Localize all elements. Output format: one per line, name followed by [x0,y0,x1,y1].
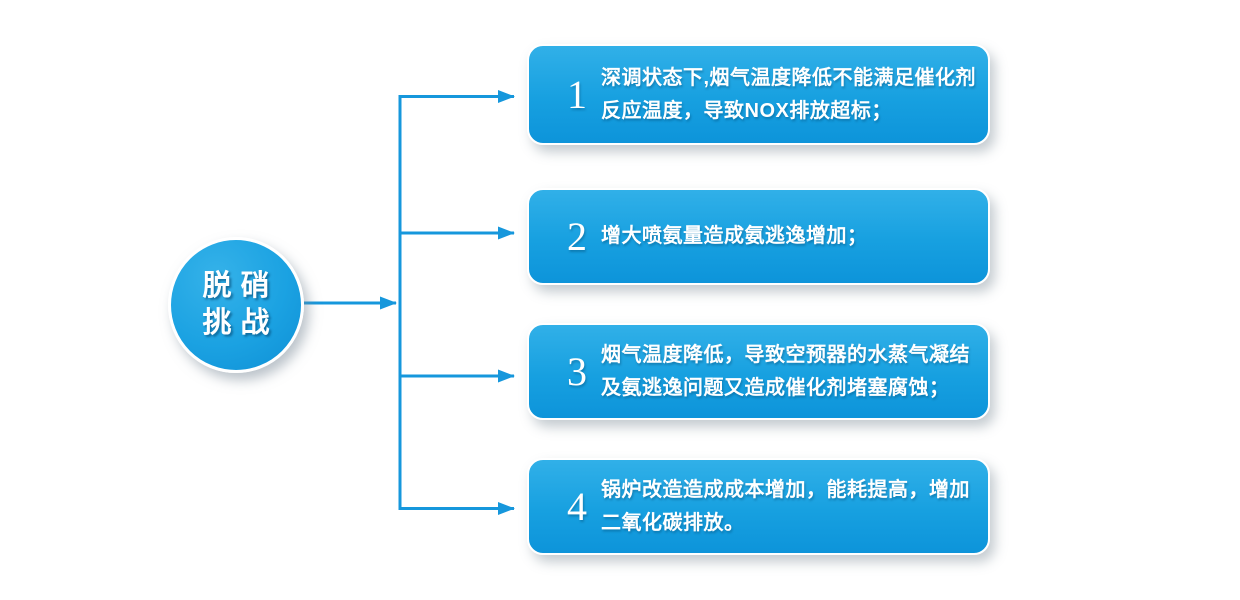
challenge-item-4: 4 锅炉改造造成成本增加，能耗提高，增加 二氧化碳排放。 [527,458,990,555]
challenge-item-2: 2 增大喷氨量造成氨逃逸增加； [527,188,990,285]
item-text-line: 深调状态下,烟气温度降低不能满足催化剂 [601,66,977,89]
item-text-line: 烟气温度降低，导致空预器的水蒸气凝结 [601,343,970,366]
challenge-item-3: 3 烟气温度降低，导致空预器的水蒸气凝结 及氨逃逸问题又造成催化剂堵塞腐蚀； [527,323,990,420]
item-text: 锅炉改造造成成本增加，能耗提高，增加 二氧化碳排放。 [601,474,980,540]
item-text-line: 反应温度，导致NOX排放超标； [601,99,892,122]
item-text-line: 及氨逃逸问题又造成催化剂堵塞腐蚀； [601,376,950,399]
item-number: 4 [567,483,587,529]
item-text-line: 二氧化碳排放。 [601,511,745,534]
item-text-line: 锅炉改造造成成本增加，能耗提高，增加 [601,478,970,501]
item-number: 2 [567,213,587,259]
item-number: 1 [567,71,587,117]
item-text: 增大喷氨量造成氨逃逸增加； [601,220,980,253]
item-text: 深调状态下,烟气温度降低不能满足催化剂 反应温度，导致NOX排放超标； [601,62,980,128]
challenge-item-1: 1 深调状态下,烟气温度降低不能满足催化剂 反应温度，导致NOX排放超标； [527,44,990,145]
circle-title-line1: 脱硝 [202,270,279,302]
circle-title-line2: 挑战 [202,307,279,339]
item-text: 烟气温度降低，导致空预器的水蒸气凝结 及氨逃逸问题又造成催化剂堵塞腐蚀； [601,339,980,405]
item-text-line: 增大喷氨量造成氨逃逸增加； [601,225,868,247]
challenge-circle: 脱硝 挑战 [168,237,304,373]
item-number: 3 [567,348,587,394]
